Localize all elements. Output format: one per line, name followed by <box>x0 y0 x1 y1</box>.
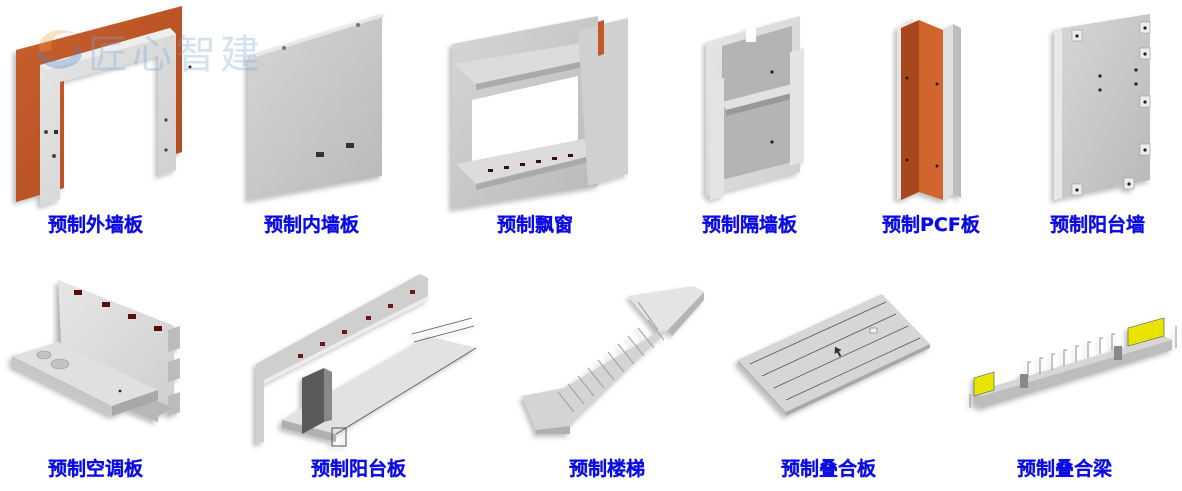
precast-composite-beam-icon <box>969 317 1177 408</box>
precast-composite-slab-icon <box>738 294 930 416</box>
precast-pcf-panel-icon <box>897 18 961 200</box>
component-label: 预制阳台板 <box>311 458 407 480</box>
precast-ac-panel-icon <box>12 280 180 422</box>
component-label: 预制叠合梁 <box>1017 458 1113 480</box>
precast-bay-window-icon <box>452 16 628 209</box>
precast-partition-wall-icon <box>706 16 804 200</box>
precast-balcony-slab-icon <box>256 274 477 447</box>
watermark-text: 匠心智建 <box>88 32 264 78</box>
component-label: 预制阳台墙 <box>1050 214 1146 236</box>
component-label: 预制隔墙板 <box>702 214 798 236</box>
precast-interior-wall-icon <box>248 14 386 200</box>
component-label: 预制叠合板 <box>781 458 877 480</box>
component-label: 预制外墙板 <box>48 214 144 236</box>
swirl-logo <box>37 30 82 69</box>
watermark: 匠心智建 <box>30 18 280 82</box>
precast-stair-icon <box>522 286 704 434</box>
component-label: 预制飘窗 <box>497 214 574 236</box>
component-label: 预制空调板 <box>48 458 144 480</box>
component-label: 预制楼梯 <box>569 458 646 480</box>
component-label: 预制PCF板 <box>882 214 980 236</box>
precast-balcony-wall-icon <box>1054 14 1151 200</box>
component-label: 预制内墙板 <box>264 214 360 236</box>
precast-exterior-wall-icon <box>16 6 192 206</box>
